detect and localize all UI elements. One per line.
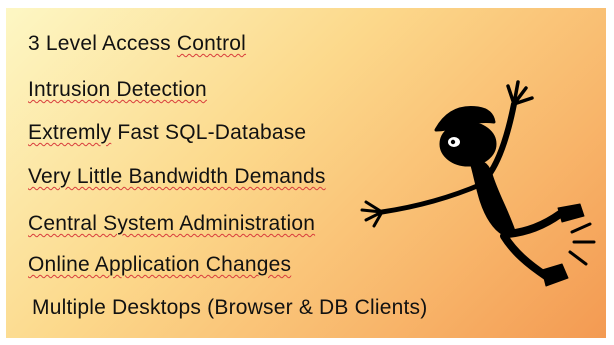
slide: 3 Level Access Control Intrusion Detecti…: [6, 8, 606, 338]
feature-item-sql-database: Extremly Fast SQL-Database: [28, 121, 306, 145]
feature-text: Online Application Changes: [28, 253, 292, 276]
feature-text: Central System Administration: [28, 212, 316, 235]
feature-text-flagged: Intrusion: [28, 78, 111, 101]
feature-item-bandwidth: Very Little Bandwidth Demands: [28, 165, 326, 189]
feature-text: Very Little Bandwidth Demands: [28, 165, 326, 188]
waving-stick-figure-icon: [360, 80, 596, 287]
feature-text-flagged: Control: [176, 32, 247, 55]
feature-item-system-administration: Central System Administration: [28, 212, 315, 236]
feature-text: 3 Level Access: [28, 32, 177, 55]
feature-item-application-changes: Online Application Changes: [28, 253, 291, 277]
feature-text: Multiple Desktops (Browser & DB Clients): [32, 296, 428, 319]
feature-text: Fast SQL-Database: [111, 121, 307, 144]
feature-item-access-control: 3 Level Access Control: [28, 32, 246, 56]
feature-item-multiple-desktops: Multiple Desktops (Browser & DB Clients): [32, 296, 427, 320]
feature-item-intrusion-detection: Intrusion Detection: [28, 78, 207, 102]
feature-text-flagged: Extremly: [28, 121, 112, 144]
feature-text-flagged: Detection: [110, 78, 207, 101]
